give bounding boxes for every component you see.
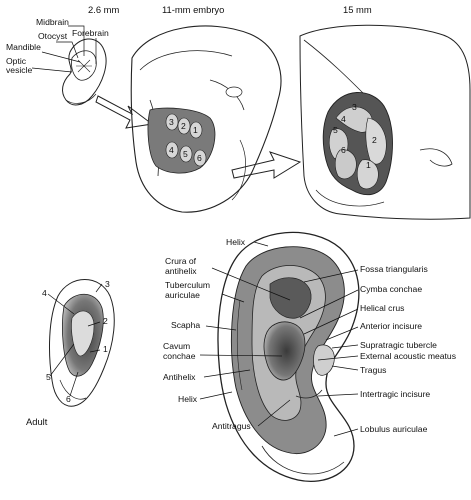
large-ear-drawing xyxy=(217,231,360,482)
hillocks-11mm: 3 2 1 4 5 6 xyxy=(169,117,202,163)
label-tuberculum-1: Tuberculum xyxy=(165,280,210,290)
label-fossa-triangularis: Fossa triangularis xyxy=(360,264,428,274)
hillock-adult-2: 2 xyxy=(103,316,108,326)
embryo-11mm-drawing xyxy=(130,25,282,213)
embryo-15mm-drawing xyxy=(299,24,471,220)
label-mandible: Mandible xyxy=(6,42,41,52)
stage-title-adult: Adult xyxy=(26,416,48,427)
hillock-11mm-6: 6 xyxy=(197,153,202,163)
label-helix-lower: Helix xyxy=(178,394,198,404)
label-anterior-incisure: Anterior incisure xyxy=(360,321,422,331)
hillock-15mm-2: 2 xyxy=(372,135,377,145)
label-optic-vesicle-1: Optic xyxy=(6,56,27,66)
hillock-11mm-5: 5 xyxy=(183,149,188,159)
label-forebrain: Forebrain xyxy=(72,28,109,38)
hillock-11mm-4: 4 xyxy=(169,145,174,155)
hillock-15mm-6: 6 xyxy=(341,145,346,155)
label-tragus: Tragus xyxy=(360,365,386,375)
small-embryo-leader-lines xyxy=(31,25,97,73)
label-external-acoustic-meatus: External acoustic meatus xyxy=(360,351,456,361)
embryo-2-6mm-drawing xyxy=(62,38,107,106)
label-cymba-conchae: Cymba conchae xyxy=(360,284,422,294)
label-antihelix: Antihelix xyxy=(163,372,196,382)
label-scapha: Scapha xyxy=(171,320,200,330)
large-ear-leader-lines xyxy=(199,241,359,437)
stage-title-11mm: 11-mm embryo xyxy=(162,4,224,15)
hillock-adult-3: 3 xyxy=(105,279,110,289)
label-helix-top: Helix xyxy=(226,237,246,247)
label-optic-vesicle-2: vesicle xyxy=(6,65,32,75)
label-cavum-1: Cavum xyxy=(163,341,190,351)
hillock-11mm-3: 3 xyxy=(169,117,174,127)
arrow-to-11mm xyxy=(95,95,154,129)
label-lobulus-auriculae: Lobulus auriculae xyxy=(360,424,428,434)
label-tuberculum-2: auriculae xyxy=(165,290,200,300)
hillocks-adult: 3 4 2 1 5 6 xyxy=(42,279,110,404)
hillock-adult-6: 6 xyxy=(66,394,71,404)
hillock-adult-1: 1 xyxy=(103,344,108,354)
label-crura-1: Crura of xyxy=(165,256,197,266)
stage-title-2-6mm: 2.6 mm xyxy=(88,4,119,15)
arrow-to-15mm xyxy=(231,151,302,179)
hillock-15mm-4: 4 xyxy=(341,114,346,124)
label-crura-2: antihelix xyxy=(165,266,197,276)
adult-small-leader-lines xyxy=(47,283,103,397)
stage-title-15mm: 15 mm xyxy=(343,4,372,15)
label-supratragic-tubercle: Supratragic tubercle xyxy=(360,340,437,350)
label-midbrain: Midbrain xyxy=(36,17,69,27)
label-antitragus: Antitragus xyxy=(212,421,251,431)
hillock-adult-4: 4 xyxy=(42,288,47,298)
hillocks-15mm: 3 4 5 2 6 1 xyxy=(333,102,377,170)
hillock-15mm-3: 3 xyxy=(352,102,357,112)
hillock-15mm-5: 5 xyxy=(333,125,338,135)
hillock-15mm-1: 1 xyxy=(366,160,371,170)
hillock-adult-5: 5 xyxy=(46,372,51,382)
label-intertragic-incisure: Intertragic incisure xyxy=(360,389,430,399)
adult-small-ear-drawing xyxy=(49,279,115,407)
label-helical-crus: Helical crus xyxy=(360,303,404,313)
hillock-11mm-2: 2 xyxy=(181,121,186,131)
label-cavum-2: conchae xyxy=(163,351,196,361)
label-otocyst: Otocyst xyxy=(38,31,68,41)
hillock-11mm-1: 1 xyxy=(193,125,198,135)
